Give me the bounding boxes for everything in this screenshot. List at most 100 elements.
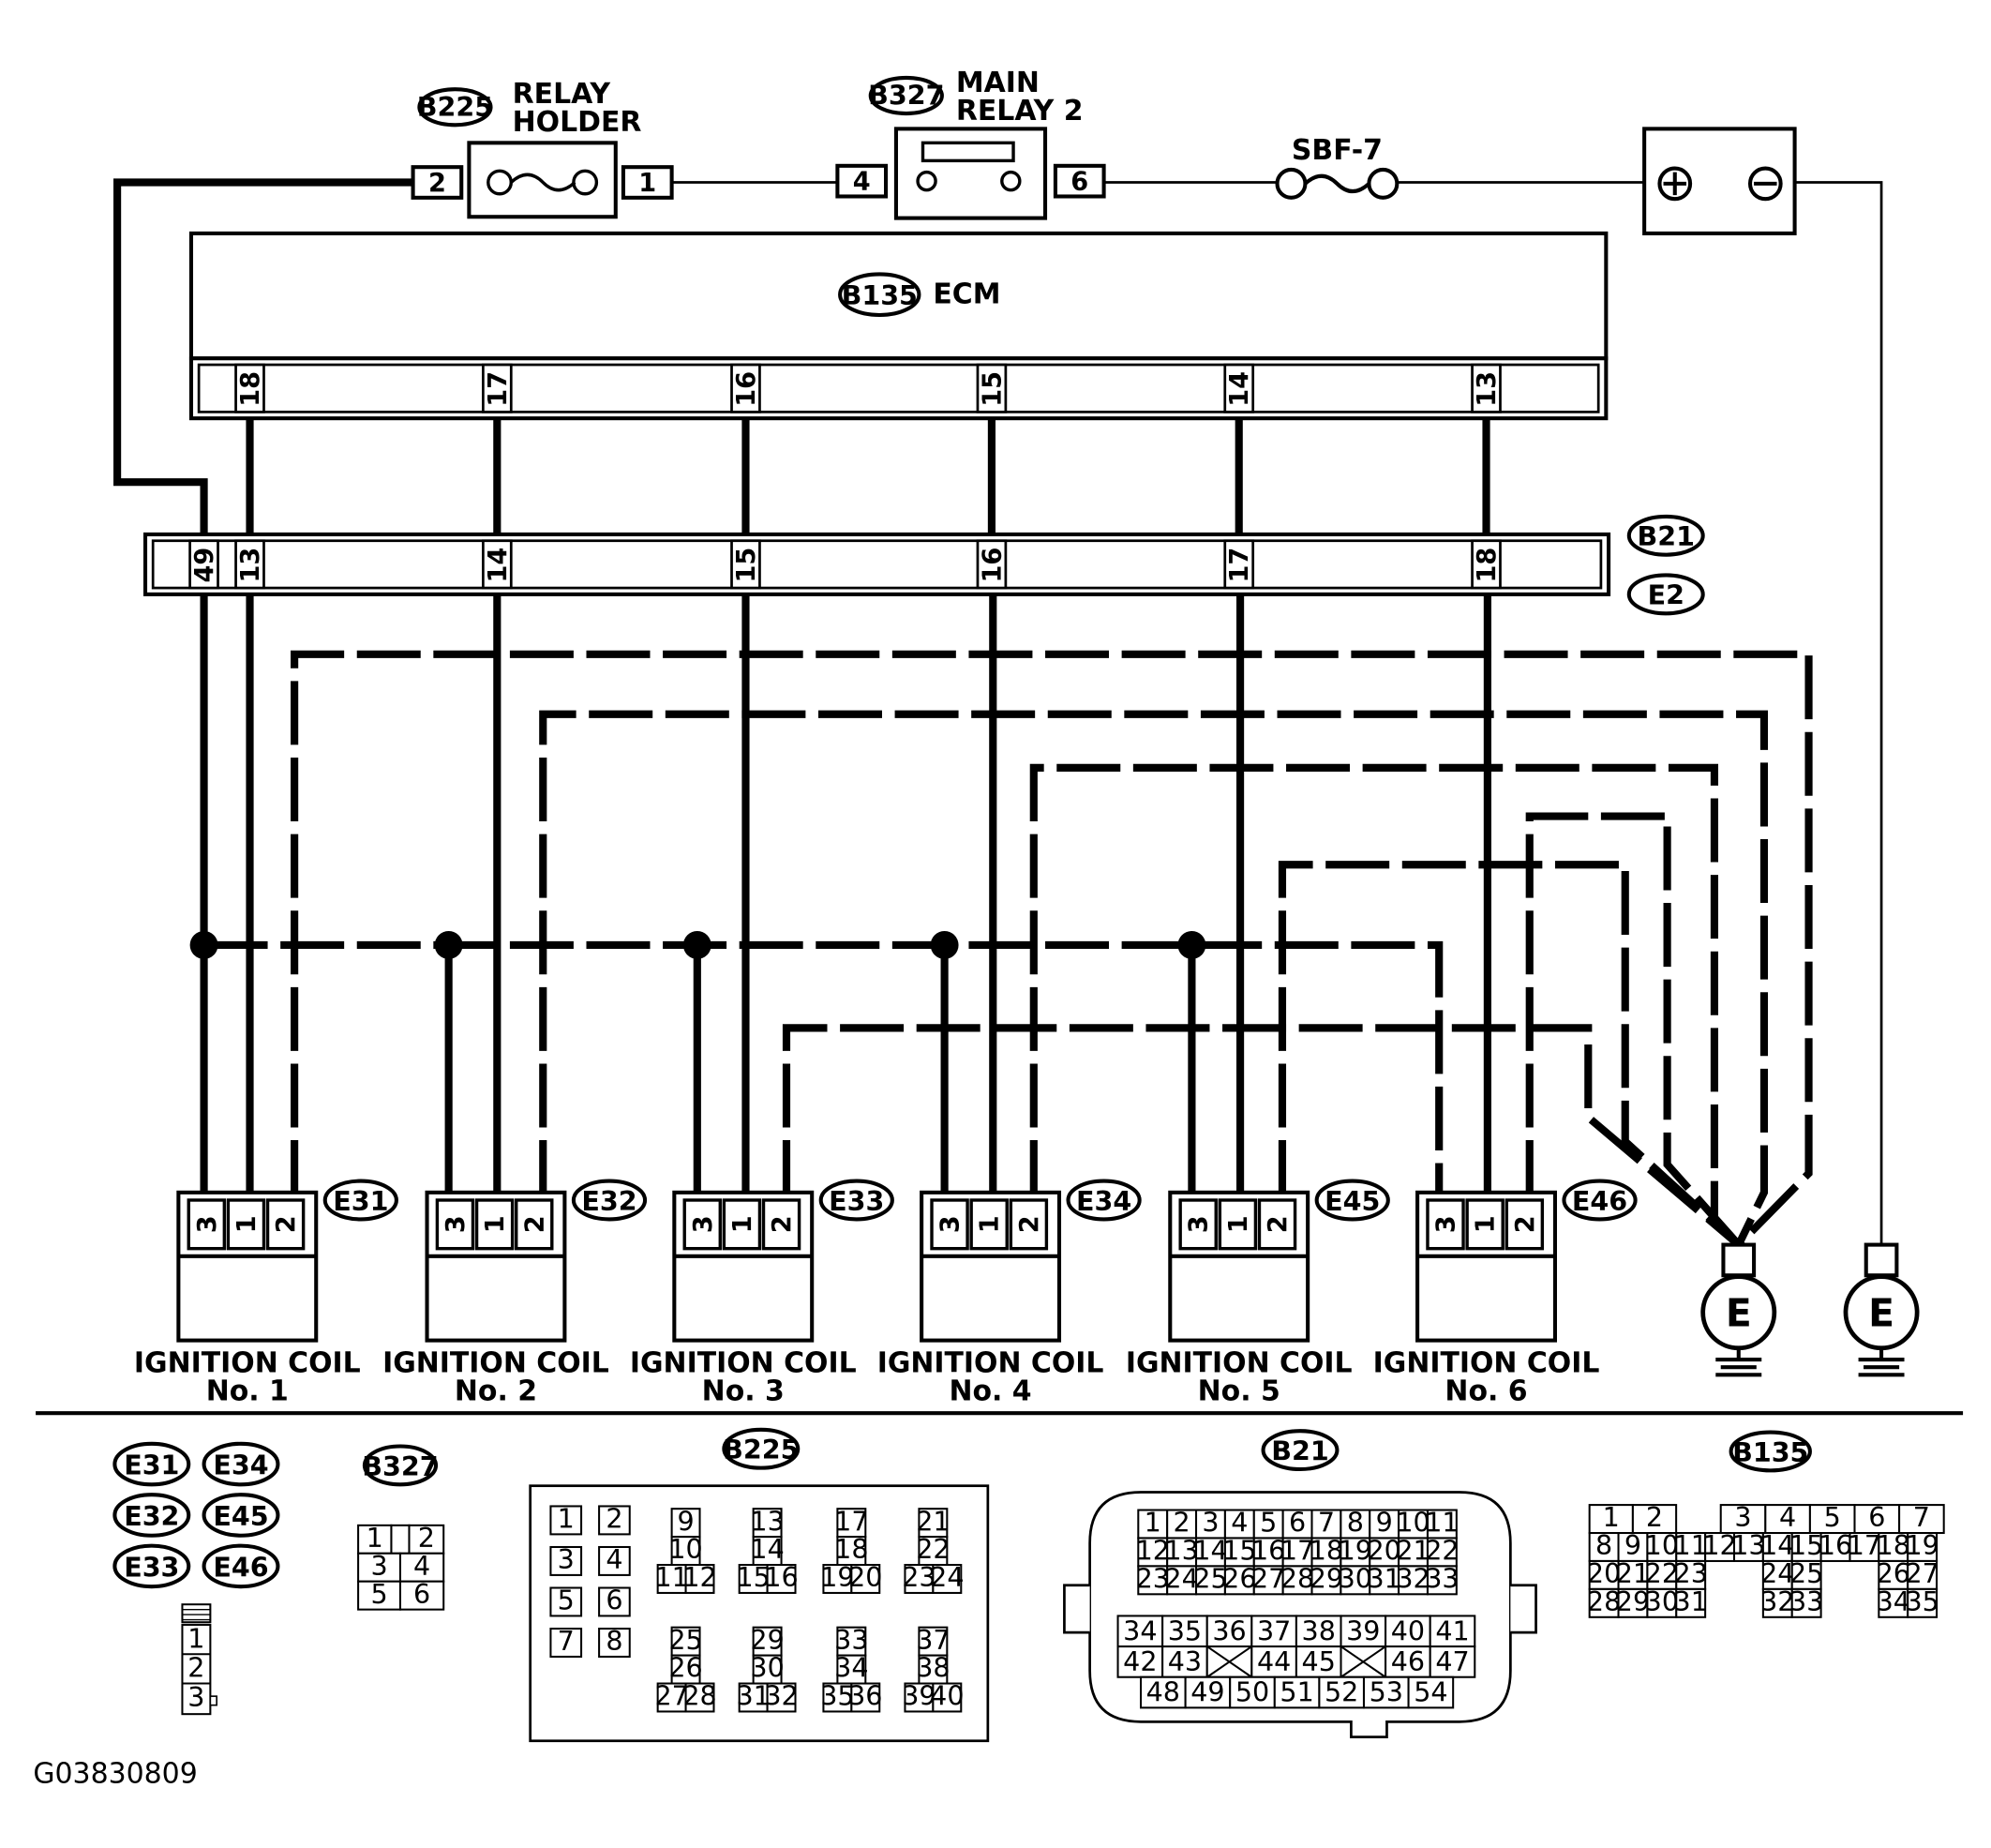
wire-pin3-bus bbox=[203, 940, 1444, 1205]
legend-b327-pin-box bbox=[398, 1580, 445, 1611]
legend-coil-tag-oval bbox=[202, 1543, 280, 1589]
b21-pin-label: 18 bbox=[1473, 548, 1502, 583]
ground-1: E bbox=[1700, 1242, 1777, 1377]
legend-b225-pin: 32 bbox=[764, 1680, 798, 1712]
legend-b225-pin: 23 bbox=[902, 1561, 936, 1593]
coil-tag-oval bbox=[1314, 1179, 1390, 1222]
coil-pin-box bbox=[1218, 1198, 1258, 1251]
relay-holder-label-2: HOLDER bbox=[513, 106, 642, 139]
legend-b225-pin-box bbox=[598, 1586, 631, 1617]
relay-holder-terminal-b bbox=[572, 169, 599, 196]
legend-b21-pin: 37 bbox=[1257, 1615, 1291, 1646]
legend-b225-pin: 15 bbox=[736, 1561, 770, 1593]
coil-pin-label: 3 bbox=[689, 1215, 718, 1233]
fuse-terminal-a bbox=[1275, 167, 1308, 200]
legend-b225-pin: 33 bbox=[834, 1624, 868, 1656]
legend-b225-pin-box bbox=[850, 1564, 881, 1594]
coil-tag-oval bbox=[818, 1179, 894, 1222]
legend-b135-tag: B135 bbox=[1732, 1436, 1808, 1468]
legend-b225-pin-box bbox=[766, 1564, 797, 1594]
legend-b225-pin: 28 bbox=[682, 1680, 716, 1712]
legend-b135-pin: 33 bbox=[1789, 1585, 1823, 1617]
coil-pin-box bbox=[1009, 1198, 1049, 1251]
legend-b225-pin-box bbox=[549, 1505, 583, 1536]
legend-coil-tag-oval bbox=[112, 1543, 191, 1589]
coil-pin-label: 3 bbox=[442, 1215, 471, 1233]
legend-b21-pin: 29 bbox=[1310, 1563, 1343, 1595]
fuse-wave bbox=[1304, 173, 1370, 194]
legend-b135-pin-box bbox=[1819, 1531, 1851, 1562]
legend-b327-pin: 1 bbox=[367, 1522, 383, 1554]
coil-pin-label: 2 bbox=[768, 1215, 797, 1233]
splice-dot-5 bbox=[1177, 930, 1206, 959]
legend-b225-pin: 38 bbox=[916, 1652, 950, 1684]
legend-b21-pin: 7 bbox=[1318, 1507, 1335, 1539]
legend-b327-pin: 2 bbox=[418, 1522, 435, 1554]
legend-b135-pin-box bbox=[1719, 1504, 1767, 1535]
relay-holder-pin-2: 2 bbox=[428, 169, 446, 198]
relay-holder-label-1: RELAY bbox=[513, 78, 611, 111]
legend-b135-pin: 12 bbox=[1702, 1529, 1736, 1561]
legend-coil-tag: E33 bbox=[124, 1551, 179, 1583]
legend-b21-pin-box bbox=[1407, 1675, 1455, 1709]
legend-b135-pin: 4 bbox=[1779, 1501, 1796, 1533]
legend-coil-tag-oval bbox=[202, 1441, 280, 1487]
figure-code: G03830809 bbox=[33, 1758, 197, 1791]
coil-pin-label: 1 bbox=[481, 1215, 510, 1233]
main-relay-pin-4-box bbox=[835, 163, 889, 199]
ecm-tag-oval bbox=[838, 272, 921, 318]
legend-b225-pin-box bbox=[766, 1682, 797, 1713]
legend-b135-pin: 15 bbox=[1789, 1529, 1823, 1561]
legend-b21-pin: 23 bbox=[1136, 1563, 1170, 1595]
ecm-pin-label: 15 bbox=[978, 371, 1007, 407]
main-relay-2: B327 MAIN RELAY 2 4 6 bbox=[835, 67, 1106, 220]
legend-b135-pin: 6 bbox=[1868, 1501, 1885, 1533]
b21-pin-label: 14 bbox=[484, 548, 513, 583]
legend-b135-pin: 30 bbox=[1645, 1585, 1679, 1617]
legend-b225-pin-box bbox=[598, 1505, 631, 1536]
relay-holder-pin-1-box bbox=[621, 165, 674, 200]
legend-b21-pin: 13 bbox=[1164, 1535, 1198, 1567]
coil-label-line2: No. 5 bbox=[1198, 1375, 1280, 1408]
legend-b225-pin: 39 bbox=[902, 1680, 936, 1712]
legend-b135-pin: 34 bbox=[1877, 1585, 1910, 1617]
legend-b21-pin: 54 bbox=[1414, 1676, 1447, 1708]
legend-b135-pin: 3 bbox=[1734, 1501, 1751, 1533]
legend-b135-pin-box bbox=[1646, 1587, 1678, 1618]
legend-b225-pin: 19 bbox=[820, 1561, 854, 1593]
coil-pin-label: 2 bbox=[272, 1215, 301, 1233]
legend-b21-pin-box bbox=[1184, 1675, 1232, 1709]
legend-b21-pin: 3 bbox=[1202, 1507, 1219, 1539]
legend-b21-pin-box bbox=[1281, 1509, 1313, 1540]
legend-b135-pin-box bbox=[1675, 1587, 1707, 1618]
legend-b21-pin-box bbox=[1195, 1509, 1226, 1540]
legend-b21-blank-x bbox=[1340, 1645, 1386, 1678]
legend-b21-pin: 9 bbox=[1376, 1507, 1393, 1539]
legend-b21-pin: 51 bbox=[1280, 1676, 1313, 1708]
coil-label-line2: No. 3 bbox=[702, 1375, 785, 1408]
legend-b225-pin: 36 bbox=[848, 1680, 882, 1712]
b21-pin-box bbox=[234, 539, 265, 590]
b21-pin-label: 49 bbox=[190, 548, 219, 583]
legend-b21-pin: 39 bbox=[1346, 1615, 1380, 1646]
fuse-terminal-b bbox=[1367, 167, 1400, 200]
legend-b21-pin: 44 bbox=[1257, 1645, 1291, 1677]
legend-b327-pin-box bbox=[357, 1580, 401, 1611]
legend-b225-pin-box bbox=[932, 1682, 963, 1713]
legend-b225-pin-box bbox=[836, 1508, 867, 1539]
ecm-tag: B135 bbox=[842, 279, 918, 311]
legend-b21-pin-box bbox=[1139, 1675, 1187, 1709]
coil-tag-oval bbox=[1066, 1179, 1142, 1222]
legend-b225-pin: 18 bbox=[834, 1533, 868, 1565]
coil-label-line1: IGNITION COIL bbox=[877, 1347, 1104, 1380]
legend-b225-pin: 26 bbox=[668, 1652, 702, 1684]
legend-b225-pin-box bbox=[598, 1545, 631, 1576]
legend-b21-pin: 47 bbox=[1435, 1645, 1469, 1677]
legend-coil-tag-oval bbox=[112, 1441, 191, 1487]
e2-tag: E2 bbox=[1648, 579, 1684, 611]
